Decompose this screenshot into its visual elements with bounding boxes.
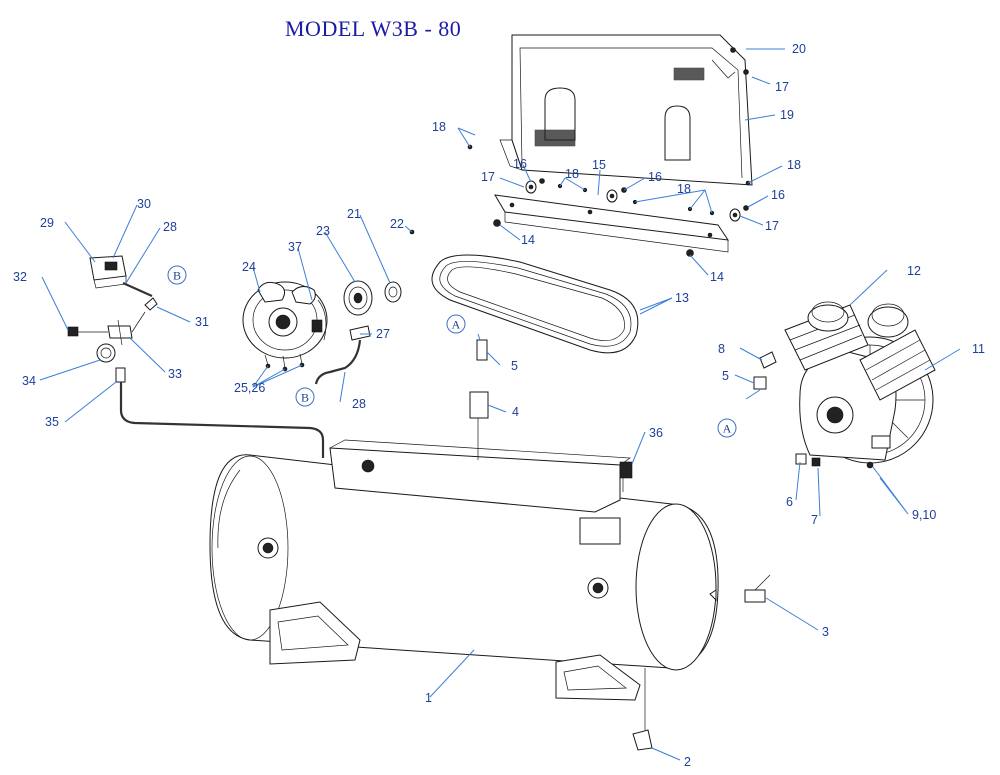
callout-37: 37 — [288, 240, 302, 254]
callout-21: 21 — [347, 207, 361, 221]
callout-13: 13 — [675, 291, 689, 305]
discharge-fittings — [469, 339, 489, 460]
callout-6: 6 — [786, 495, 793, 509]
callout-4: 4 — [512, 405, 519, 419]
bubble-a-pump: A — [717, 418, 737, 438]
callout-5: 5 — [722, 369, 729, 383]
callout-9-10: 9,10 — [912, 508, 936, 522]
callout-17: 17 — [765, 219, 779, 233]
callout-15: 15 — [592, 158, 606, 172]
pressure-switch-group — [67, 255, 325, 458]
svg-text:A: A — [452, 318, 461, 332]
leader-lines — [39, 48, 961, 761]
svg-text:A: A — [723, 422, 732, 436]
motor-assembly — [242, 229, 415, 385]
callout-17: 17 — [481, 170, 495, 184]
v-belts — [431, 254, 639, 354]
callout-labels: 20 17 19 18 18 16 17 18 15 16 18 16 17 1… — [13, 42, 985, 769]
callout-28: 28 — [163, 220, 177, 234]
callout-35: 35 — [45, 415, 59, 429]
callout-12: 12 — [907, 264, 921, 278]
callout-18: 18 — [432, 120, 446, 134]
callout-18: 18 — [787, 158, 801, 172]
callout-7: 7 — [811, 513, 818, 527]
callout-30: 30 — [137, 197, 151, 211]
callout-18: 18 — [565, 167, 579, 181]
callout-20: 20 — [792, 42, 806, 56]
callout-1: 1 — [425, 691, 432, 705]
callout-25-26: 25,26 — [234, 381, 265, 395]
callout-29: 29 — [40, 216, 54, 230]
callout-23: 23 — [316, 224, 330, 238]
callout-16: 16 — [771, 188, 785, 202]
callout-11: 11 — [972, 342, 985, 356]
svg-text:B: B — [173, 269, 181, 283]
callout-17: 17 — [775, 80, 789, 94]
callout-14: 14 — [710, 270, 724, 284]
callout-2: 2 — [684, 755, 691, 769]
belt-guard-bracket — [494, 194, 730, 253]
air-tank — [209, 439, 771, 751]
callout-28: 28 — [352, 397, 366, 411]
callout-5: 5 — [511, 359, 518, 373]
callout-8: 8 — [718, 342, 725, 356]
bubble-b-switch: B — [167, 265, 187, 285]
diagram-title: MODEL W3B - 80 — [285, 16, 462, 41]
callout-16: 16 — [513, 157, 527, 171]
callout-18: 18 — [677, 182, 691, 196]
callout-24: 24 — [242, 260, 256, 274]
callout-14: 14 — [521, 233, 535, 247]
callout-3: 3 — [822, 625, 829, 639]
letter-bubbles: A A B B — [167, 265, 737, 438]
callout-31: 31 — [195, 315, 209, 329]
bubble-b-motor: B — [295, 387, 315, 407]
callout-27: 27 — [376, 327, 390, 341]
belt-guard — [499, 34, 753, 186]
callout-32: 32 — [13, 270, 27, 284]
callout-33: 33 — [168, 367, 182, 381]
compressor-pump — [753, 301, 936, 469]
callout-19: 19 — [780, 108, 794, 122]
callout-22: 22 — [390, 217, 404, 231]
bubble-a-discharge: A — [446, 314, 466, 334]
callout-16: 16 — [648, 170, 662, 184]
callout-34: 34 — [22, 374, 36, 388]
svg-text:B: B — [301, 391, 309, 405]
callout-36: 36 — [649, 426, 663, 440]
